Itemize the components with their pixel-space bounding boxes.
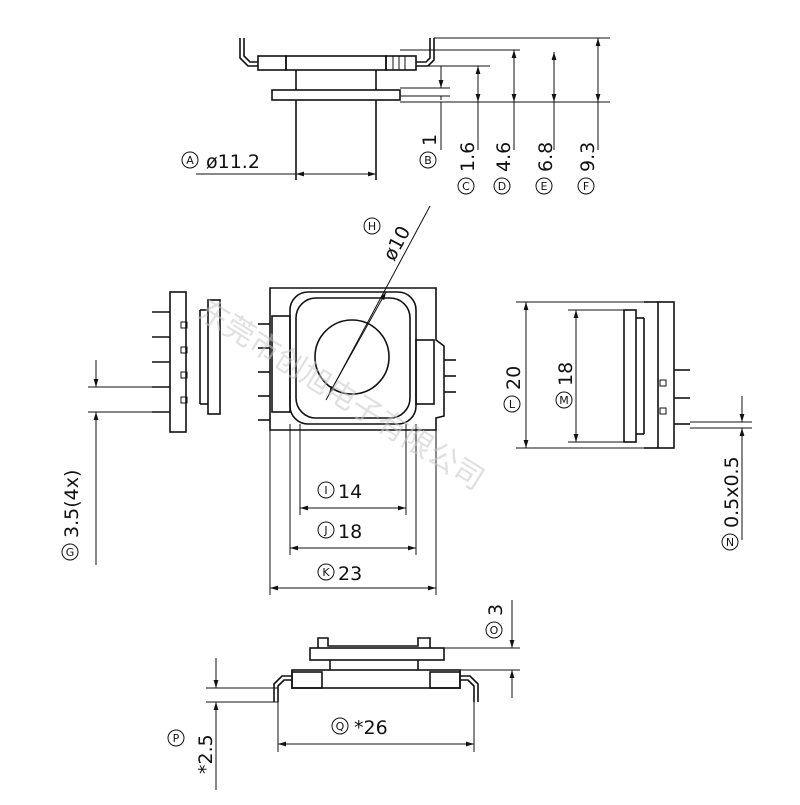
dim-label-o: O 3 <box>485 604 507 639</box>
svg-text:1: 1 <box>419 134 441 146</box>
svg-text:F: F <box>583 180 589 193</box>
svg-text:4.6: 4.6 <box>493 142 515 172</box>
bottom-side-view <box>206 600 520 790</box>
svg-text:*2.5: *2.5 <box>195 734 217 774</box>
dim-label-b: B 1 <box>419 134 441 169</box>
dim-label-e: E 6.8 <box>535 142 557 195</box>
svg-text:ø11.2: ø11.2 <box>206 151 260 173</box>
dim-label-n: N 0.5x0.5 <box>721 456 743 551</box>
svg-text:M: M <box>559 394 569 407</box>
svg-text:J: J <box>323 524 327 537</box>
dim-label-p: P *2.5 <box>167 729 217 774</box>
dim-label-d: D 4.6 <box>493 142 515 195</box>
dim-label-k: K 23 <box>317 563 362 585</box>
svg-text:14: 14 <box>338 481 362 503</box>
svg-text:0.5x0.5: 0.5x0.5 <box>721 456 743 528</box>
svg-text:A: A <box>186 154 194 167</box>
right-side-view <box>516 301 752 540</box>
center-top-view <box>258 205 456 595</box>
dim-label-i: I 14 <box>317 481 362 503</box>
watermark-text: 东莞市创旭电子有限公司 <box>192 293 490 498</box>
dim-label-a: A ø11.2 <box>181 151 260 173</box>
svg-text:18: 18 <box>555 362 577 386</box>
left-side-view <box>88 291 221 565</box>
svg-text:P: P <box>173 732 180 745</box>
svg-text:3: 3 <box>485 604 507 616</box>
svg-text:18: 18 <box>338 521 362 543</box>
dim-label-l: L 20 <box>503 366 525 413</box>
dim-label-j: J 18 <box>317 521 362 543</box>
top-side-view <box>196 37 610 180</box>
svg-text:O: O <box>490 624 499 637</box>
svg-text:23: 23 <box>338 563 362 585</box>
svg-text:20: 20 <box>503 366 525 390</box>
svg-text:K: K <box>322 566 330 579</box>
svg-text:I: I <box>324 484 327 497</box>
svg-text:Q: Q <box>336 720 345 733</box>
svg-text:C: C <box>462 180 470 193</box>
svg-text:*26: *26 <box>354 717 388 739</box>
svg-text:E: E <box>541 180 548 193</box>
svg-text:D: D <box>498 180 506 193</box>
svg-text:H: H <box>368 220 376 233</box>
dim-label-g: G 3.5(4x) <box>61 470 83 561</box>
svg-text:9.3: 9.3 <box>577 142 599 172</box>
dim-label-h: H ø10 <box>363 217 415 264</box>
svg-text:L: L <box>509 398 516 411</box>
svg-text:3.5(4x): 3.5(4x) <box>61 470 83 538</box>
dim-label-m: M 18 <box>555 362 577 409</box>
svg-text:1.6: 1.6 <box>457 142 479 172</box>
svg-text:B: B <box>424 154 432 167</box>
dim-label-f: F 9.3 <box>577 142 599 195</box>
svg-text:N: N <box>726 536 734 549</box>
svg-text:6.8: 6.8 <box>535 142 557 172</box>
dim-label-c: C 1.6 <box>457 142 479 195</box>
svg-text:G: G <box>66 546 75 559</box>
dim-label-q: Q *26 <box>331 717 388 739</box>
